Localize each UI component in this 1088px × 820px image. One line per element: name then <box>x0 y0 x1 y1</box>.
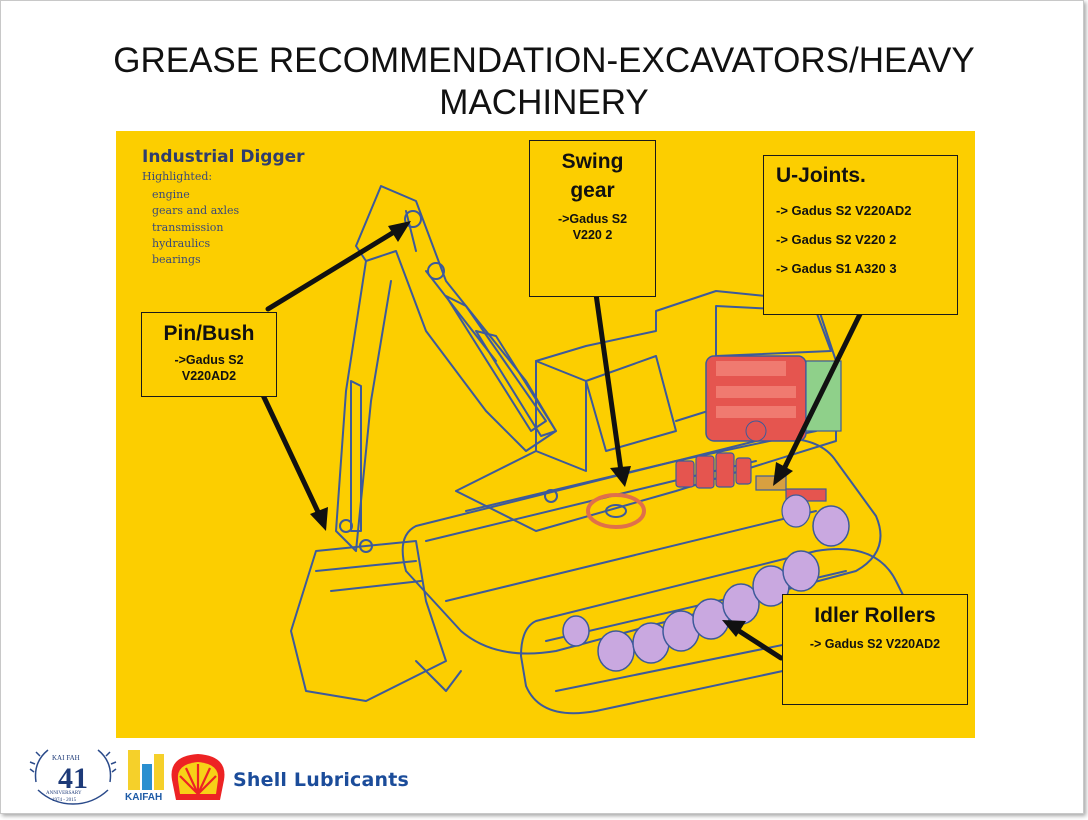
callout-idler-rollers-heading: Idler Rollers <box>783 601 967 630</box>
callout-pin-bush-line2: V220AD2 <box>142 368 276 384</box>
anniversary-top-text: KAI FAH <box>52 754 80 762</box>
kaifah-logo-icon <box>128 750 164 790</box>
kaifah-label: KAIFAH <box>125 792 162 803</box>
legend-item: hydraulics <box>152 236 239 252</box>
callout-u-joints-item: -> Gadus S2 V220AD2 <box>776 203 911 218</box>
callout-swing-gear: Swing gear ->Gadus S2 V220 2 <box>529 140 656 297</box>
callout-swing-gear-heading-1: Swing <box>530 147 655 176</box>
callout-u-joints-heading: U-Joints. <box>776 164 866 188</box>
legend-item: bearings <box>152 252 239 268</box>
arrow-pin-bush-upper <box>268 229 399 309</box>
legend-item: engine <box>152 187 239 203</box>
anniversary-years: 1974 - 2015 <box>52 798 76 803</box>
arrow-pin-bush-lower <box>262 393 319 514</box>
callout-u-joints-item: -> Gadus S1 A320 3 <box>776 261 897 276</box>
callout-swing-gear-heading-2: gear <box>530 176 655 205</box>
anniversary-word: ANNIVERSARY <box>46 791 82 796</box>
legend-subtitle: Highlighted: <box>142 170 212 183</box>
legend-item: transmission <box>152 220 239 236</box>
legend-item: gears and axles <box>152 203 239 219</box>
callout-pin-bush-line1: ->Gadus S2 <box>142 352 276 368</box>
callout-pin-bush-heading: Pin/Bush <box>142 319 276 348</box>
shell-lubricants-brand: Shell Lubricants <box>233 769 409 791</box>
anniversary-number: 41 <box>41 764 105 794</box>
arrow-swing-gear <box>595 287 621 471</box>
callout-pin-bush: Pin/Bush ->Gadus S2 V220AD2 <box>141 312 277 397</box>
callout-idler-rollers-line1: -> Gadus S2 V220AD2 <box>783 636 967 652</box>
legend-list: engine gears and axles transmission hydr… <box>152 187 239 268</box>
callout-swing-gear-line1: ->Gadus S2 <box>530 211 655 227</box>
shell-pecten-icon <box>172 754 225 800</box>
callout-idler-rollers: Idler Rollers -> Gadus S2 V220AD2 <box>782 594 968 705</box>
slide-title: GREASE RECOMMENDATION-EXCAVATORS/HEAVY M… <box>60 40 1028 124</box>
legend-title: Industrial Digger <box>142 147 305 167</box>
callout-swing-gear-line2: V220 2 <box>530 227 655 243</box>
callout-u-joints: U-Joints. -> Gadus S2 V220AD2 -> Gadus S… <box>763 155 958 315</box>
callout-u-joints-item: -> Gadus S2 V220 2 <box>776 232 896 247</box>
